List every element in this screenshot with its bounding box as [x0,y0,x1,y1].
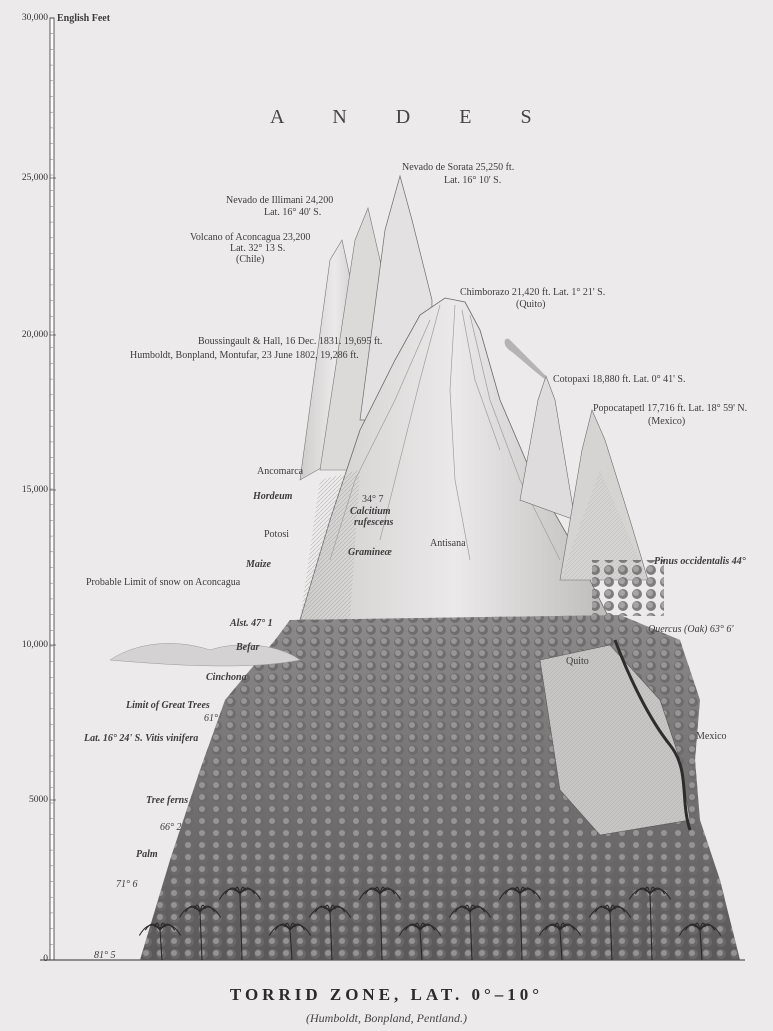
scale-tick-15000: 15,000 [4,485,48,495]
label-maize: Maize [246,559,271,570]
label-lat-34-7: 34° 7 [362,494,384,505]
label-quito: Quito [566,656,589,667]
label-sorata: Nevado de Sorata 25,250 ft. [402,162,514,173]
scale-tick-5000: 5000 [4,795,48,805]
label-mexico: Mexico [696,731,727,742]
label-lat-66: 66° 2 [160,822,182,833]
label-rufescens: rufescens [354,517,393,528]
label-quercus: Quercus (Oak) 63° 6' [648,624,733,635]
scale-tick-25000: 25,000 [4,173,48,183]
label-sorata-lat: Lat. 16° 10' S. [444,175,501,186]
label-humboldt: Humboldt, Bonpland, Montufar, 23 June 18… [130,350,359,361]
scale-unit-label: English Feet [57,13,110,24]
label-hordeum: Hordeum [253,491,292,502]
label-lat-81: 81° 5 [94,950,116,961]
label-antisana: Antisana [430,538,466,549]
label-aconcagua-lat: Lat. 32° 13 S. [230,243,285,254]
scale-tick-10000: 10,000 [4,640,48,650]
scale-tick-0: 0 [4,954,48,964]
label-aconcagua-country: (Chile) [236,254,264,265]
label-calcitium: Calcitium [350,506,391,517]
label-ancomarca: Ancomarca [257,466,303,477]
label-lat-71: 71° 6 [116,879,138,890]
label-illimani-lat: Lat. 16° 40' S. [264,207,321,218]
label-potosi: Potosi [264,529,289,540]
label-vitis: Lat. 16° 24' S. Vitis vinifera [84,733,198,744]
label-tree-ferns: Tree ferns [146,795,188,806]
label-palm: Palm [136,849,158,860]
label-cotopaxi: Cotopaxi 18,880 ft. Lat. 0° 41' S. [553,374,685,385]
label-great-trees: Limit of Great Trees [126,700,210,711]
label-snow-limit: Probable Limit of snow on Aconcagua [86,577,240,588]
zone-subtitle: (Humboldt, Bonpland, Pentland.) [0,1011,773,1026]
label-chimborazo-country: (Quito) [516,299,545,310]
label-pinus: Pinus occidentalis 44° [654,556,746,567]
label-chimborazo: Chimborazo 21,420 ft. Lat. 1° 21' S. [460,287,605,298]
label-great-trees-val: 61° [204,713,218,724]
label-cinchona: Cinchona [206,672,247,683]
label-aconcagua: Volcano of Aconcagua 23,200 [190,232,310,243]
plate-title: A N D E S [270,106,554,129]
label-popocatapetl-country: (Mexico) [648,416,685,427]
label-alst: Alst. 47° 1 [230,618,273,629]
forest-mass [110,615,740,960]
label-illimani: Nevado de Illimani 24,200 [226,195,333,206]
scale-tick-20000: 20,000 [4,330,48,340]
pine-forest [592,560,664,616]
label-boussingault: Boussingault & Hall, 16 Dec. 1831. 19,69… [198,336,382,347]
zone-title: TORRID ZONE, LAT. 0°–10° [0,985,773,1005]
label-befar: Befar [236,642,259,653]
label-popocatapetl: Popocatapetl 17,716 ft. Lat. 18° 59' N. [593,403,747,414]
label-graminea: Gramineæ [348,547,392,558]
scale-tick-30000: 30,000 [4,13,48,23]
